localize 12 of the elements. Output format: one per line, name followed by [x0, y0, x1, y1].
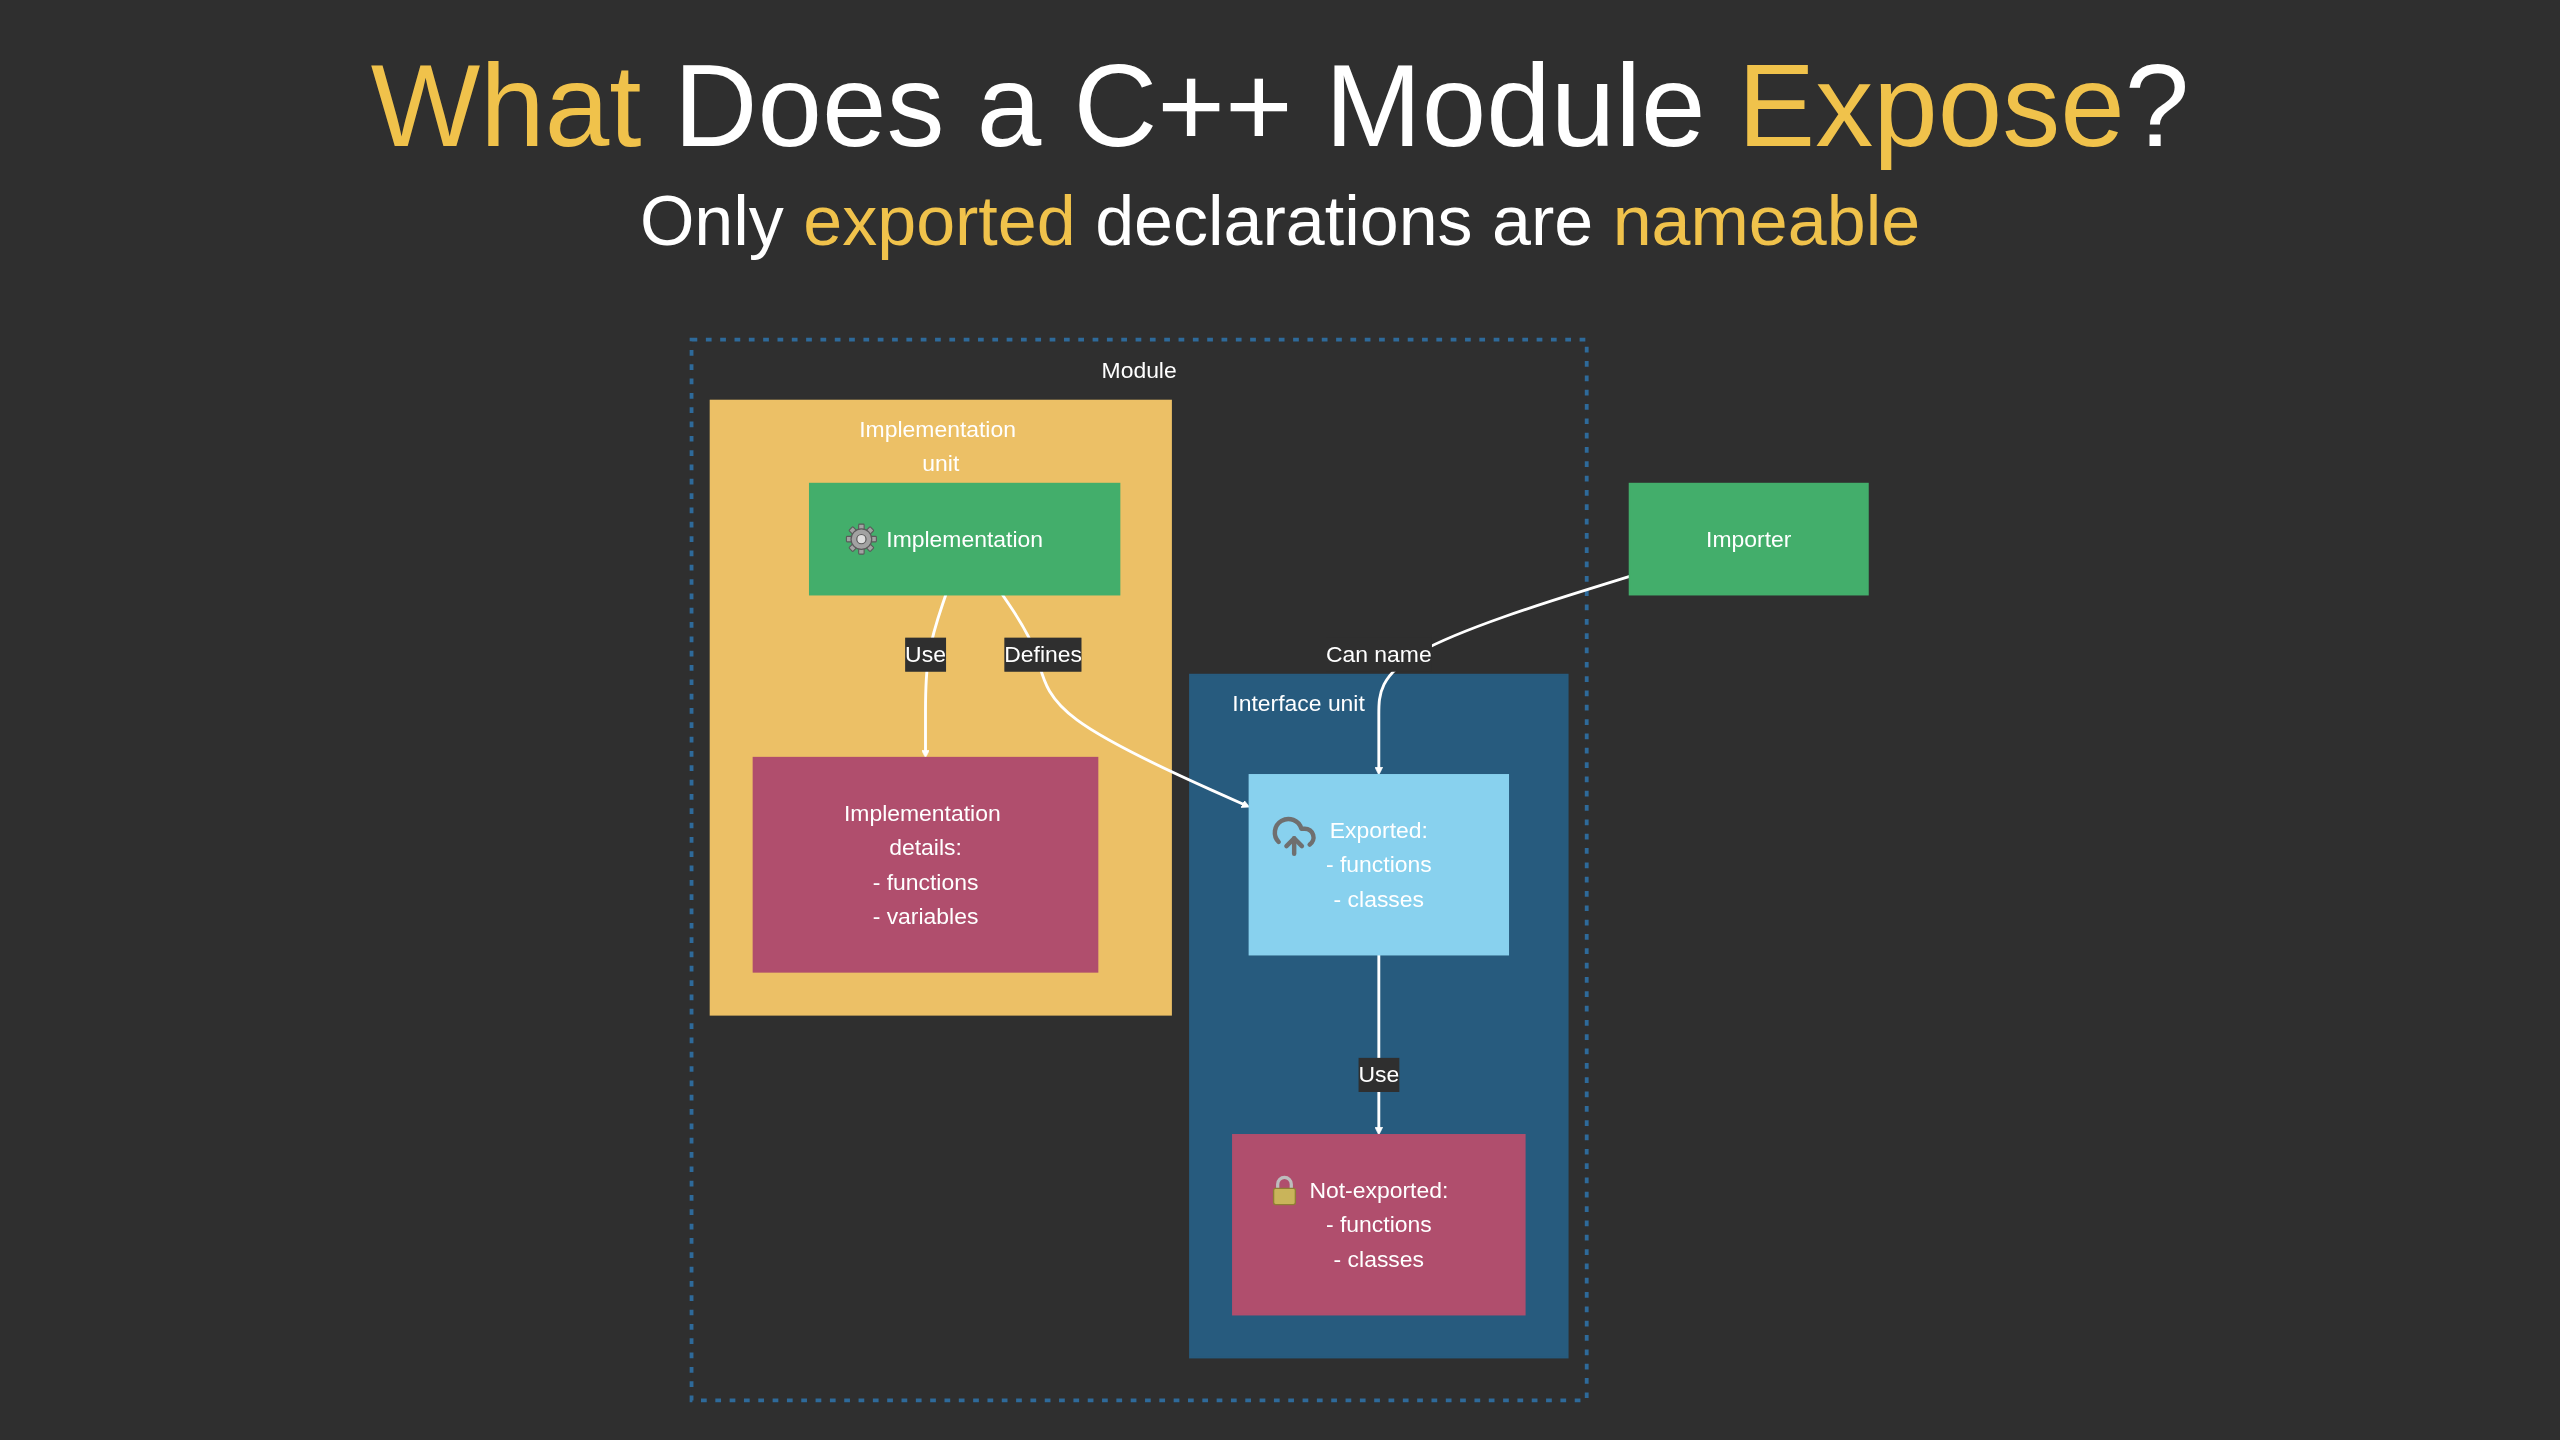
node-box: Implementation	[809, 482, 1121, 596]
arrow	[1374, 574, 1631, 776]
node-box: Implementation details: - functions - variables	[753, 756, 1099, 973]
edge-label: Can name	[1326, 641, 1433, 668]
node-box: Exported: - functions - classes	[1248, 774, 1510, 956]
edge-label: Use	[905, 641, 947, 668]
subtitle: Only exported declarations are nameable	[639, 181, 1921, 263]
edge-label: Use	[1358, 1061, 1400, 1088]
title: What Does a C++ Module Expose?	[370, 40, 2190, 173]
node-box: Not-exported: - functions - classes	[1232, 1134, 1526, 1316]
edge-label: Defines	[1004, 641, 1083, 668]
node-box: Importer	[1629, 482, 1870, 596]
